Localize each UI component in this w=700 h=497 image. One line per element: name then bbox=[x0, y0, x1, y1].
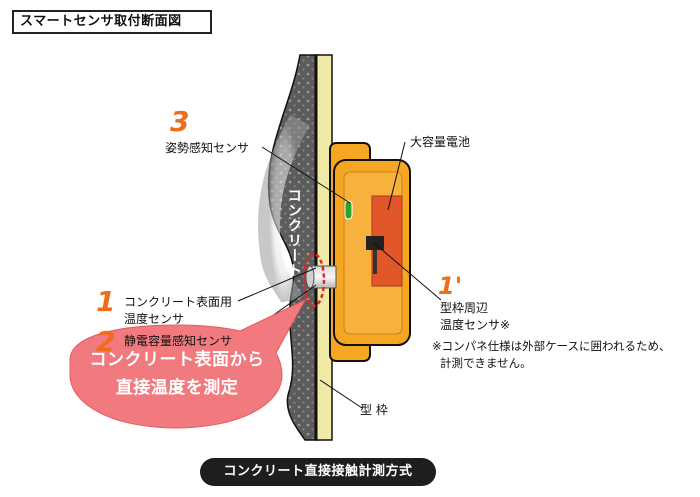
callout-line-2: 直接温度を測定 bbox=[115, 378, 239, 398]
battery-label: 大容量電池 bbox=[410, 135, 471, 149]
callout-bubble bbox=[69, 298, 307, 429]
concrete-label: コンクリート bbox=[286, 188, 302, 278]
circuit-board bbox=[366, 236, 384, 250]
number-3: 3 bbox=[170, 105, 190, 138]
surface-temp-sensor-label-2: 温度センサ bbox=[124, 312, 185, 326]
formwork-temp-sensor-label-1: 型枠周辺 bbox=[440, 301, 489, 315]
surface-temp-sensor-label-1: コンクリート表面用 bbox=[124, 295, 233, 309]
attitude-sensor-mark bbox=[344, 200, 353, 220]
formwork-label: 型 枠 bbox=[360, 403, 388, 417]
capacitance-sensor-label: 静電容量感知センサ bbox=[124, 334, 233, 348]
note-line-2: 計測できません。 bbox=[440, 356, 532, 370]
concrete-highlight bbox=[257, 114, 310, 305]
number-1: 1 bbox=[96, 285, 116, 318]
note-line-1: ※コンパネ仕様は外部ケースに囲われるため、 bbox=[432, 339, 671, 353]
number-2: 2 bbox=[96, 325, 116, 358]
number-1-prime: 1' bbox=[438, 272, 463, 300]
diagram-title: スマートセンサ取付断面図 bbox=[12, 10, 212, 34]
probe-highlight bbox=[302, 252, 326, 308]
method-caption: コンクリート直接接触計測方式 bbox=[200, 458, 436, 486]
callout-line-1: コンクリート表面から bbox=[89, 350, 265, 370]
formwork-temp-sensor-label-2: 温度センサ※ bbox=[440, 318, 511, 332]
attitude-sensor-label: 姿勢感知センサ bbox=[165, 141, 250, 155]
